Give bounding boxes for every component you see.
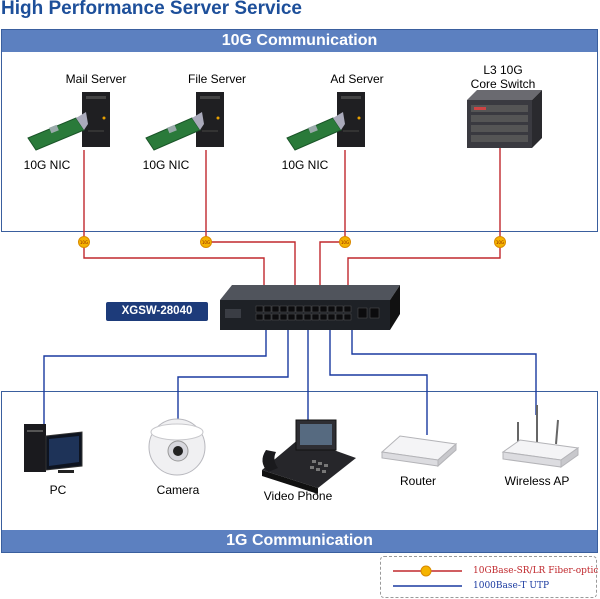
badge-file: 10G	[200, 236, 212, 248]
core-switch-icon	[467, 90, 542, 148]
legend-utp-label: 1000Base-T UTP	[473, 581, 550, 591]
mail-server-label: Mail Server	[65, 72, 127, 86]
pc-icon	[24, 424, 83, 473]
legend: 10GBase-SR/LR Fiber-optic 1000Base-T UTP	[380, 556, 599, 598]
pc-label: PC	[49, 483, 67, 497]
bottom-band: 1G Communication	[2, 530, 597, 552]
camera-icon	[148, 418, 206, 476]
video-phone-icon	[262, 419, 356, 494]
top-band: 10G Communication	[2, 30, 597, 52]
wireless-ap-icon	[501, 405, 580, 468]
utp-links	[43, 330, 537, 435]
main-switch-icon	[220, 285, 400, 330]
fiber-links	[83, 145, 501, 290]
file-server-label: File Server	[187, 72, 247, 86]
ad-nic-label: 10G NIC	[281, 158, 329, 172]
router-label: Router	[399, 474, 437, 488]
mail-nic-label: 10G NIC	[23, 158, 71, 172]
fiber-link-mail	[83, 150, 265, 290]
ad-server-icon	[286, 92, 365, 151]
svg-text:10G: 10G	[341, 240, 349, 245]
svg-text:10G: 10G	[80, 240, 88, 245]
fiber-link-ad	[319, 150, 346, 290]
badge-ad: 10G	[339, 236, 351, 248]
utp-link-router	[329, 330, 428, 435]
link-badges: 10G 10G 10G 10G	[78, 236, 506, 248]
core-switch-label: L3 10G Core Switch	[470, 63, 536, 91]
page-title: High Performance Server Service	[1, 0, 302, 19]
svg-text:10G: 10G	[496, 240, 504, 245]
fiber-link-core	[347, 145, 501, 290]
mail-server-icon	[27, 92, 110, 151]
legend-fiber-sample	[393, 565, 462, 577]
switch-model-label: XGSW-28040	[106, 302, 208, 321]
badge-core: 10G	[494, 236, 506, 248]
video-phone-label: Video Phone	[263, 489, 333, 503]
ad-server-label: Ad Server	[330, 72, 384, 86]
utp-link-ap	[351, 330, 537, 415]
file-nic-label: 10G NIC	[142, 158, 190, 172]
camera-label: Camera	[156, 483, 200, 497]
utp-link-pc	[43, 330, 267, 425]
svg-text:10G: 10G	[202, 240, 210, 245]
wireless-ap-label: Wireless AP	[504, 474, 570, 488]
utp-link-camera	[177, 330, 289, 420]
fiber-link-file	[205, 150, 296, 290]
router-icon	[380, 435, 458, 468]
legend-fiber-label: 10GBase-SR/LR Fiber-optic	[473, 566, 599, 576]
badge-mail: 10G	[78, 236, 90, 248]
file-server-icon	[145, 92, 224, 151]
